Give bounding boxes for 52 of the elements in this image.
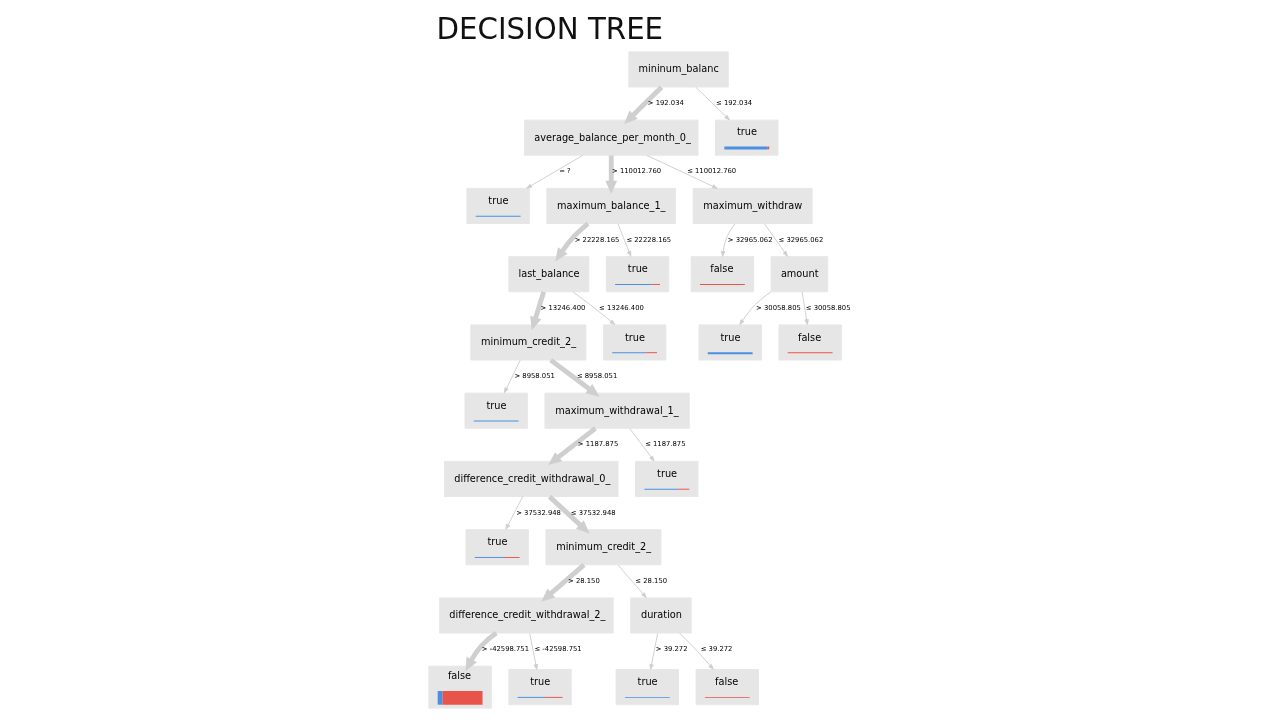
arrow	[763, 223, 788, 257]
node-box: false	[690, 256, 755, 293]
diagram-title: DECISION TREE	[436, 12, 664, 47]
arrow	[503, 359, 521, 394]
node-box: maximum_balance_1_	[546, 187, 677, 224]
arrow	[695, 86, 730, 121]
arrow	[572, 291, 616, 326]
node-box: amount	[770, 256, 829, 293]
arrow	[549, 358, 600, 397]
arrow	[529, 632, 538, 670]
node-box: minimum_credit_2_	[470, 324, 587, 361]
arrow	[617, 223, 632, 257]
node-box: false	[428, 665, 492, 709]
arrow	[801, 291, 809, 325]
node-box: true	[466, 187, 530, 224]
arrow	[548, 426, 597, 465]
node-box: minimum_credit_2_	[545, 529, 662, 566]
arrow	[605, 155, 618, 195]
arrow	[526, 154, 584, 189]
arrow	[678, 632, 714, 670]
arrow	[624, 85, 664, 125]
node-box: difference_credit_withdrawal_0_	[444, 460, 619, 497]
node-box: maximum_withdrawal_1_	[544, 392, 690, 429]
arrow	[530, 291, 546, 331]
node-box: true	[464, 392, 528, 429]
node-box: true	[508, 669, 572, 706]
arrow	[541, 563, 586, 602]
arrow	[720, 223, 736, 257]
arrow	[465, 631, 498, 672]
node-box: maximum_withdraw	[692, 187, 813, 224]
arrow	[505, 496, 524, 530]
node-box: last_balance	[508, 256, 590, 293]
node-box: true	[602, 324, 667, 361]
node-box: mininum_balanc	[628, 51, 729, 88]
arrow	[646, 154, 718, 189]
node-box: true	[615, 669, 679, 706]
node-box: false	[695, 669, 759, 706]
arrow	[649, 632, 659, 670]
node-box: true	[635, 460, 699, 497]
node-box: difference_credit_withdrawal_2_	[439, 597, 614, 634]
node-box: true	[465, 529, 529, 566]
arrow	[555, 221, 590, 262]
node-box: true	[698, 324, 762, 361]
node-box: average_balance_per_month_0_	[523, 119, 699, 156]
arrow	[739, 291, 772, 326]
node-box: duration	[630, 597, 692, 634]
node-box: false	[778, 324, 842, 361]
arrow	[629, 427, 655, 462]
node-box: true	[715, 119, 779, 156]
node-box: true	[605, 256, 670, 293]
arrow	[547, 494, 590, 534]
arrow	[617, 564, 647, 598]
